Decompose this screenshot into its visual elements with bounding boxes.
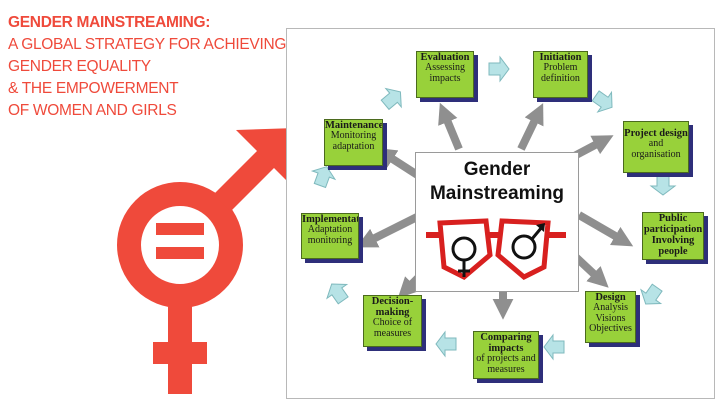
cycle-arrows	[310, 55, 677, 361]
card-implementation: Implementation Adaptation monitoring	[301, 213, 359, 259]
heading-line-2: A GLOBAL STRATEGY FOR ACHIEVING	[8, 36, 287, 53]
card-initiation: Initiation Problem definition	[533, 51, 588, 98]
gender-mainstreaming-diagram: Evaluation Assessing impacts Initiation …	[286, 28, 715, 399]
heading-line-4: & THE EMPOWERMENT	[8, 80, 179, 97]
gender-glasses-icon	[426, 218, 566, 280]
heading-line-3: GENDER EQUALITY	[8, 58, 151, 75]
card-comparing-impacts: Comparing impacts of projects and measur…	[473, 331, 539, 379]
gender-equality-symbol-icon	[117, 128, 296, 394]
center-box: Gender Mainstreaming	[415, 152, 579, 292]
card-decision-making: Decision-making Choice of measures	[363, 295, 422, 347]
center-title-line-2: Mainstreaming	[429, 183, 565, 204]
card-evaluation: Evaluation Assessing impacts	[416, 51, 474, 98]
card-public-participation: Public participation Involving people	[642, 212, 704, 260]
heading-line-5: OF WOMEN AND GIRLS	[8, 102, 177, 119]
center-title-line-1: Gender	[463, 159, 531, 180]
card-maintenance: Maintenance Monitoring adaptation	[324, 119, 383, 166]
heading-title: GENDER MAINSTREAMING:	[8, 14, 211, 31]
card-design: Design Analysis Visions Objectives	[585, 291, 636, 343]
card-project-design: Project design and organisation	[623, 121, 689, 173]
page-heading: GENDER MAINSTREAMING: A GLOBAL STRATEGY …	[8, 12, 293, 122]
